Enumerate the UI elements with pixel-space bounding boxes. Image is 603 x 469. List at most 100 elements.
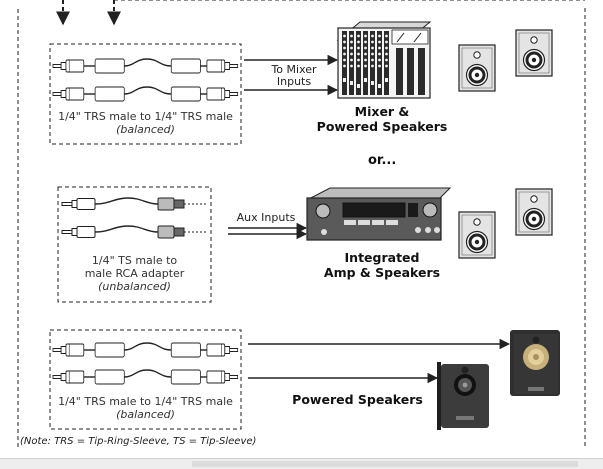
mixer-knob	[385, 34, 388, 38]
cable-label-2-line1: 1/4" TS male to	[91, 254, 178, 267]
mixer-channel-strip	[342, 31, 347, 95]
mixer-knob	[385, 64, 388, 68]
mixer-knob	[357, 34, 360, 38]
mixer-master-strip	[418, 48, 425, 95]
mixer-knob	[357, 40, 360, 44]
device-label-mixer: Mixer & Powered Speakers	[310, 104, 454, 134]
device-label-amp: Integrated Amp & Speakers	[315, 250, 449, 280]
cable-label-2-line2: male RCA adapter	[84, 267, 185, 280]
mixer-knob	[378, 34, 381, 38]
mixer-knob	[350, 34, 353, 38]
cable-box-balanced-2	[49, 329, 242, 430]
mixer-knob	[378, 40, 381, 44]
horizontal-scrollbar[interactable]	[0, 458, 603, 469]
mixer-knob	[378, 46, 381, 50]
mixer-knob	[378, 58, 381, 62]
mixer-knob	[357, 64, 360, 68]
speaker-right-2	[514, 187, 554, 237]
device-label-amp-line2: Amp & Speakers	[323, 265, 441, 280]
mixer-knob	[371, 40, 374, 44]
mixer-knob	[385, 52, 388, 56]
cable-label-3: 1/4" TRS male to 1/4" TRS male (balanced…	[50, 395, 241, 421]
mixer-fader	[371, 81, 374, 85]
cable-label-3-sub: (balanced)	[116, 408, 175, 421]
cable-box-unbalanced	[57, 186, 212, 303]
arrow-label-mixer-line1: To Mixer	[271, 63, 317, 76]
mixer-knob	[357, 46, 360, 50]
mixer-knob	[343, 64, 346, 68]
mixer-knob	[371, 52, 374, 56]
rca-cable-part	[76, 198, 96, 210]
rca-cable-part	[157, 225, 175, 239]
mixer-fader	[350, 81, 353, 85]
mixer-knob	[371, 46, 374, 50]
cable-label-1-sub: (balanced)	[116, 123, 175, 136]
mixer-knob	[371, 58, 374, 62]
mixer-knob	[378, 64, 381, 68]
studio-monitor-back	[510, 330, 560, 396]
mixer-fader	[357, 84, 360, 88]
device-label-mixer-line2: Powered Speakers	[316, 119, 448, 134]
cable-label-1-text: 1/4" TRS male to 1/4" TRS male	[58, 110, 233, 123]
speaker-left-1	[457, 43, 497, 93]
arrow-label-mixer-line2: Inputs	[276, 75, 312, 88]
device-label-amp-line1: Integrated	[344, 250, 420, 265]
rca-cable-part	[71, 228, 78, 236]
mixer-knob	[378, 52, 381, 56]
speaker-right-1	[514, 28, 554, 78]
device-label-powered: Powered Speakers	[292, 392, 423, 407]
cable-label-2: 1/4" TS male to male RCA adapter (unbala…	[58, 254, 211, 293]
mixer-channel-strip	[377, 31, 382, 95]
mixer-knob	[385, 46, 388, 50]
scrollbar-thumb[interactable]	[192, 461, 578, 467]
footnote: (Note: TRS = Tip-Ring-Sleeve, TS = Tip-S…	[20, 436, 257, 447]
mixer-master-strip	[396, 48, 403, 95]
integrated-amp-illustration	[306, 187, 452, 241]
mixer-channel-strip	[356, 31, 361, 95]
mixer-master-strip	[407, 48, 414, 95]
mixer-knob	[371, 34, 374, 38]
mixer-channel-strip	[384, 31, 389, 95]
rca-cable-part	[173, 227, 185, 237]
mixer-knob	[364, 52, 367, 56]
mixer-knob	[364, 64, 367, 68]
speaker-left-2	[457, 210, 497, 260]
cable-label-3-text: 1/4" TRS male to 1/4" TRS male	[58, 395, 233, 408]
arrow-to-aux	[228, 222, 308, 240]
studio-monitor-front	[437, 362, 489, 430]
mixer-knob	[350, 46, 353, 50]
rca-cable-part	[71, 200, 78, 208]
mixer-knob	[350, 52, 353, 56]
mixer-fader	[343, 78, 346, 82]
mixer-knob	[371, 64, 374, 68]
mixer-channel-strip	[370, 31, 375, 95]
arrow-to-powered-speakers	[248, 338, 511, 384]
device-label-mixer-line1: Mixer &	[354, 104, 410, 119]
mixer-knob	[343, 40, 346, 44]
cable-label-1: 1/4" TRS male to 1/4" TRS male (balanced…	[50, 110, 241, 136]
mixer-knob	[350, 64, 353, 68]
arrow-label-aux: Aux Inputs	[236, 211, 296, 224]
mixer-knob	[364, 46, 367, 50]
mixer-knob	[364, 34, 367, 38]
mixer-knob	[343, 52, 346, 56]
mixer-knob	[343, 34, 346, 38]
outer-frame	[17, 0, 586, 447]
mixer-channel-strip	[363, 31, 368, 95]
mixer-knob	[350, 40, 353, 44]
mixer-fader	[378, 84, 381, 88]
mixer-knob	[343, 46, 346, 50]
mixer-fader	[385, 78, 388, 82]
rca-cable-part	[94, 197, 159, 205]
cable-box-balanced-1	[49, 43, 242, 145]
rca-cable-part	[94, 225, 159, 233]
arrow-label-mixer: To Mixer Inputs	[258, 64, 330, 88]
mixer-knob	[350, 58, 353, 62]
arrow-to-mixer	[244, 54, 339, 96]
rca-cable-part	[157, 197, 175, 211]
mixer-knob	[385, 40, 388, 44]
mixer-knob	[357, 52, 360, 56]
cable-label-2-sub: (unbalanced)	[98, 280, 171, 293]
mixer-knob	[364, 58, 367, 62]
